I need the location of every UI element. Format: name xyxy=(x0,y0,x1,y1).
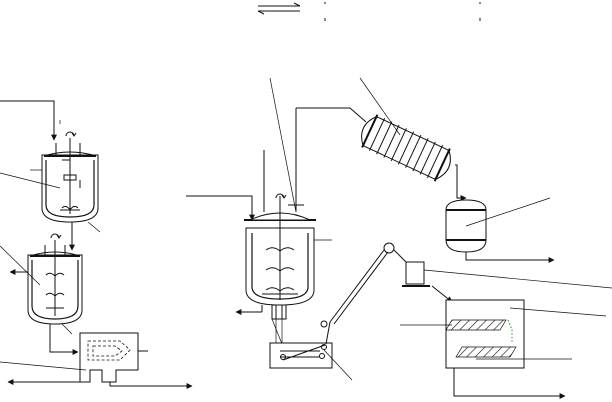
filter-leaders xyxy=(0,361,193,389)
reactor-1 xyxy=(41,131,99,223)
reactor-2-leaders xyxy=(0,245,73,335)
collector xyxy=(402,261,612,303)
transfer-line-2-filter xyxy=(49,324,79,355)
reactor-2 xyxy=(27,233,83,325)
filter-press xyxy=(79,332,148,383)
conveyor-line xyxy=(320,242,407,345)
motor-rotation-icon xyxy=(275,193,287,199)
condenser-leader xyxy=(359,77,467,201)
reactor-1-leaders xyxy=(0,169,101,233)
receiver xyxy=(445,197,555,263)
vapour-line xyxy=(296,107,367,123)
motor-rotation-icon xyxy=(65,131,77,137)
condenser xyxy=(361,114,451,182)
dryer xyxy=(400,299,607,399)
top-tick-marks xyxy=(324,2,481,21)
main-reactor xyxy=(244,108,316,320)
drop-lines xyxy=(271,318,283,345)
feed-line-1 xyxy=(0,100,61,141)
main-reactor-feed xyxy=(186,77,332,315)
motor-rotation-icon xyxy=(50,233,62,239)
equilibrium-arrows-icon xyxy=(257,2,301,15)
centrifuge xyxy=(269,342,353,381)
